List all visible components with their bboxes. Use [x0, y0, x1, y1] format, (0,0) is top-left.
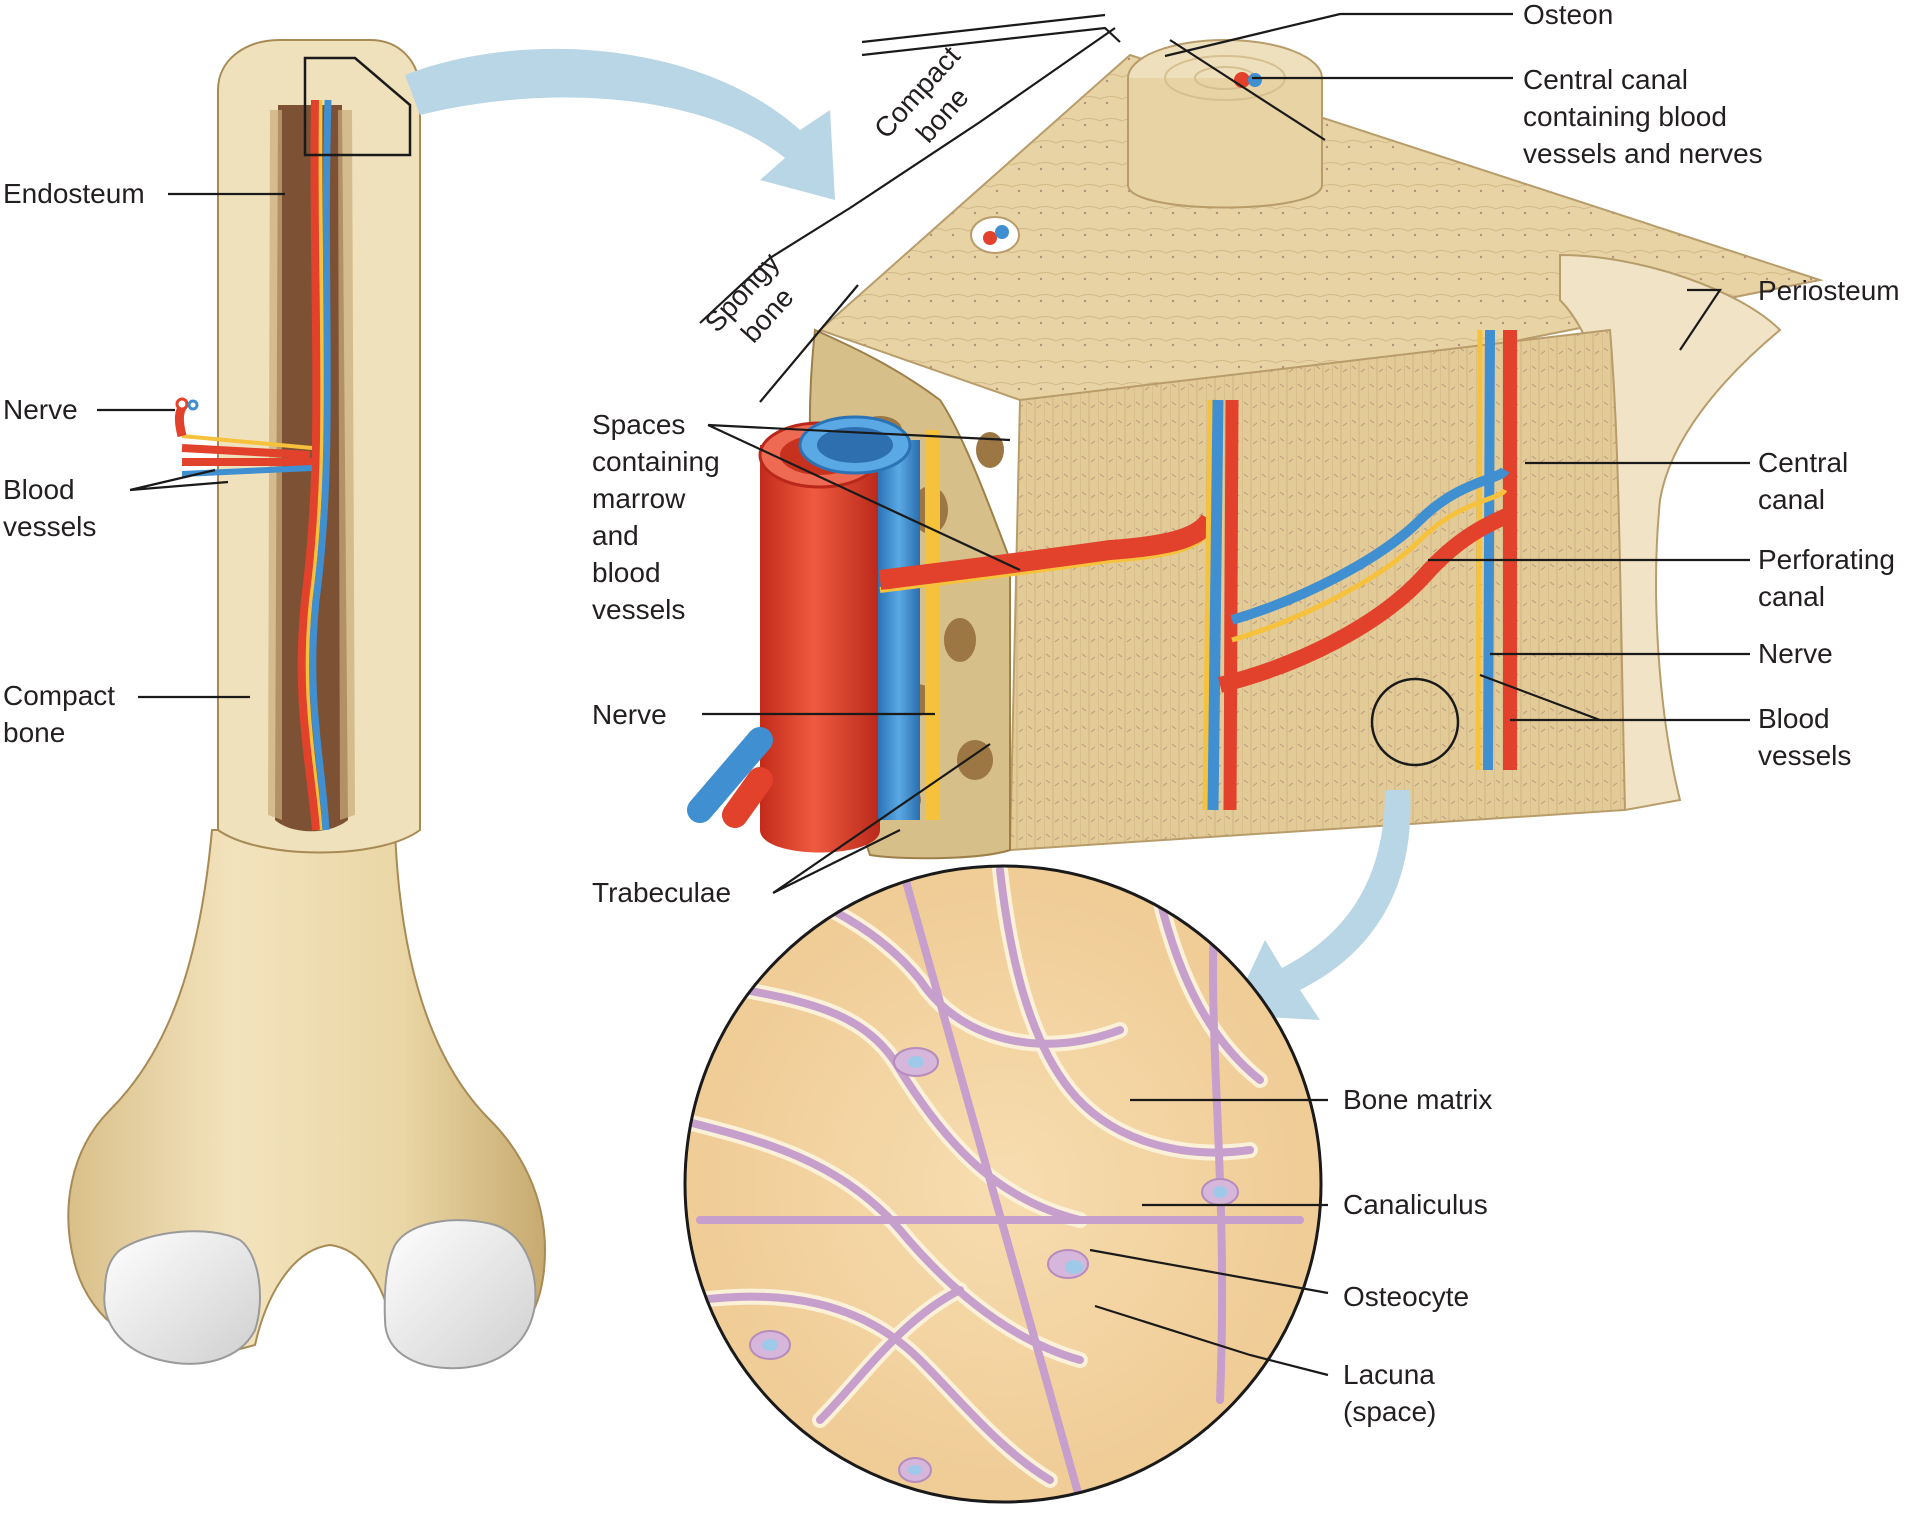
label-perforating-canal: Perforating canal [1758, 544, 1895, 612]
label-central-canal-right: Central canal [1758, 447, 1849, 515]
label-blood-vessels-left: Blood vessels [3, 474, 97, 542]
femur [67, 39, 547, 1370]
label-spaces-marrow: Spaces containing marrow and blood vesse… [592, 409, 720, 625]
leader-lines [97, 12, 1750, 1377]
label-endosteum: Endosteum [3, 178, 145, 209]
label-osteon: Osteon [1523, 0, 1614, 30]
label-central-canal-top: Central canal containing blood vessels a… [1523, 64, 1763, 169]
zoom-arrow-bottom [1230, 790, 1411, 1020]
lateral-condyle-cartilage [383, 1219, 537, 1370]
label-lacuna: Lacuna (space) [1343, 1359, 1437, 1427]
label-trabeculae: Trabeculae [592, 877, 732, 908]
medial-condyle-cartilage [103, 1230, 261, 1365]
label-nerve-right: Nerve [1758, 638, 1833, 669]
compact-bone-block [687, 39, 1824, 860]
label-periosteum: Periosteum [1758, 275, 1900, 306]
osteocyte-magnified-view [683, 864, 1323, 1504]
label-osteocyte: Osteocyte [1343, 1281, 1470, 1312]
label-bone-matrix: Bone matrix [1343, 1084, 1493, 1115]
label-blood-vessels-right: Blood vessels [1758, 703, 1852, 771]
label-canaliculus: Canaliculus [1343, 1189, 1488, 1220]
label-nerve-mid: Nerve [592, 699, 667, 730]
zoom-arrow-top [405, 48, 835, 200]
label-compact-bone-left: Compact bone [3, 680, 116, 748]
label-nerve-left: Nerve [3, 394, 78, 425]
